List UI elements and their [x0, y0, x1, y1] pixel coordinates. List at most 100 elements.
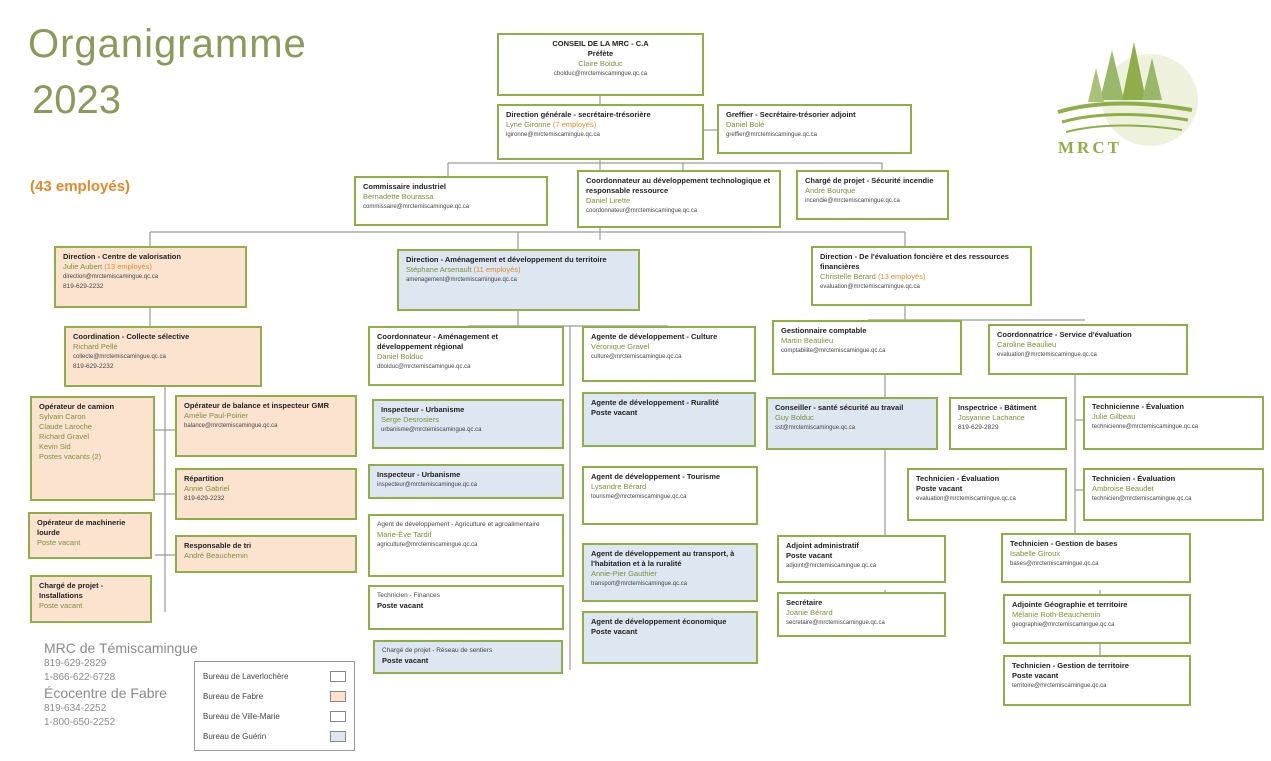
box-name-text: Christelle Bérard	[820, 272, 876, 281]
box-phone: 819-629-2829	[958, 424, 999, 431]
box-title: Technicienne - Évaluation	[1092, 402, 1184, 411]
box-title: Inspectrice - Bâtiment	[958, 403, 1037, 412]
box-title: Inspecteur - Urbanisme	[377, 470, 461, 479]
box-email: collecte@mrctemiscamingue.qc.ca	[73, 354, 166, 360]
box-technicien-evaluation-vacant: Technicien - Évaluation Poste vacant eva…	[907, 468, 1067, 521]
box-title: Direction - De l'évaluation foncière et …	[820, 252, 1009, 271]
box-operateur-camion: Opérateur de camion Sylvain Caron Claude…	[30, 396, 155, 501]
box-direction-generale: Direction générale - secrétaire-trésoriè…	[497, 104, 704, 160]
box-email: adjoint@mrctemiscamingue.qc.ca	[786, 563, 877, 569]
box-email: evaluation@mrctemiscamingue.qc.ca	[916, 496, 1016, 502]
box-geographie-territoire: Adjointe Géographie et territoire Mélani…	[1003, 594, 1191, 644]
box-name: André Bourque	[805, 186, 856, 195]
box-vacant: Poste vacant	[916, 484, 963, 493]
box-title: Gestionnaire comptable	[781, 326, 867, 335]
box-name: Joanie Bérard	[786, 608, 833, 617]
box-inspecteur-urbanisme: Inspecteur - Urbanisme Serge Desrosiers …	[372, 399, 564, 449]
page-title: Organigramme	[28, 22, 307, 66]
box-commissaire: Commissaire industriel Bernadette Bouras…	[354, 176, 548, 226]
box-name: Véronique Gravel	[591, 342, 650, 351]
box-sante-securite: Conseiller - santé sécurité au travail G…	[766, 397, 938, 450]
legend-label: Bureau de Guérin	[203, 731, 267, 741]
box-title: Chargé de projet - Installations	[39, 581, 104, 600]
employee-count: (43 employés)	[30, 178, 131, 195]
box-name: André Beauchemin	[184, 551, 248, 560]
box-title: Technicien - Évaluation	[916, 474, 1000, 483]
box-email: evaluation@mrctemiscamingue.qc.ca	[820, 284, 920, 290]
box-greffier: Greffier - Secrétaire-trésorier adjoint …	[717, 104, 912, 154]
box-secretaire: Secrétaire Joanie Bérard secretaire@mrct…	[777, 592, 946, 637]
box-gestion-bases: Technicien - Gestion de bases Isabelle G…	[1001, 533, 1191, 583]
box-transport-habitation: Agent de développement au transport, à l…	[582, 543, 758, 602]
box-note: (13 employés)	[877, 272, 926, 281]
box-email: geographie@mrctemiscamingue.qc.ca	[1012, 622, 1115, 628]
box-agriculture: Agent de développement - Agriculture et …	[368, 514, 564, 577]
box-name: Ambroise Beaudet	[1092, 484, 1154, 493]
box-title: Coordonnatrice - Service d'évaluation	[997, 330, 1132, 339]
box-title: Technicien - Gestion de bases	[1010, 539, 1118, 548]
box-title: Technicien - Évaluation	[1092, 474, 1176, 483]
box-name: Lysandre Bérard	[591, 482, 647, 491]
box-title: Opérateur de balance et inspecteur GMR	[184, 401, 330, 410]
box-vacant: Poste vacant	[382, 656, 429, 665]
box-email: agriculture@mrctemiscamingue.qc.ca	[377, 542, 478, 548]
box-title: Agente de développement - Culture	[591, 332, 718, 341]
box-name: Julie Gilbeau	[1092, 412, 1136, 421]
box-machinerie-lourde: Opérateur de machinerie lourde Poste vac…	[28, 512, 152, 559]
box-name: Isabelle Giroux	[1010, 549, 1061, 558]
box-name: Daniel Bolé	[726, 120, 765, 129]
box-name: Annie-Pier Gauthier	[591, 569, 657, 578]
box-repartition: Répartition Annie Gabriel 819-629-2232	[175, 468, 357, 520]
box-vacant: Poste vacant	[377, 601, 424, 610]
legend-swatch	[330, 730, 346, 742]
box-title: Technicien - Finances	[377, 592, 440, 599]
legend: Bureau de Laverlochère Bureau de Fabre B…	[194, 661, 355, 751]
box-operateur-balance: Opérateur de balance et inspecteur GMR A…	[175, 395, 357, 457]
box-coordonnateur-technologique: Coordonnateur au développement technolog…	[577, 170, 781, 228]
box-adjoint-administratif: Adjoint administratif Poste vacant adjoi…	[777, 535, 946, 583]
box-collecte-selective: Coordination - Collecte sélective Richar…	[64, 326, 262, 387]
box-name: Claude Laroche	[39, 422, 92, 431]
box-email: bases@mrctemiscamingue.qc.ca	[1010, 561, 1099, 567]
box-vacant: Poste vacant	[39, 601, 83, 610]
legend-item: Bureau de Ville-Marie	[203, 706, 346, 726]
contact-info: MRC de Témiscamingue 819-629-2829 1-866-…	[44, 640, 198, 730]
box-name: Caroline Beaulieu	[997, 340, 1057, 349]
box-name: Serge Desrosiers	[381, 415, 439, 424]
box-title: Agent de développement au transport, à l…	[591, 549, 735, 568]
box-developpement-economique: Agent de développement économique Poste …	[582, 611, 758, 664]
box-title: Conseiller - santé sécurité au travail	[775, 403, 904, 412]
box-name: Lyne Gironne (7 employés)	[506, 120, 695, 130]
box-ruralite: Agente de développement - Ruralité Poste…	[582, 392, 756, 447]
box-email: cbolduc@mrctemiscamingue.qc.ca	[553, 71, 648, 77]
box-title: Technicien - Gestion de territoire	[1012, 661, 1129, 670]
box-name: Mélanie Roth-Beauchemin	[1012, 610, 1101, 619]
box-email: technicienne@mrctemiscamingue.qc.ca	[1092, 424, 1199, 430]
box-title: Agente de développement - Ruralité	[591, 398, 719, 407]
box-title: Opérateur de camion	[39, 402, 115, 411]
box-title: Coordonnateur - Aménagement et développe…	[377, 332, 498, 351]
box-email: technicien@mrctemiscamingue.qc.ca	[1092, 496, 1192, 502]
box-title: Direction - Aménagement et développement…	[406, 255, 607, 264]
logo-text: MRCT	[1058, 138, 1122, 157]
box-technicienne-evaluation: Technicienne - Évaluation Julie Gilbeau …	[1083, 396, 1264, 450]
box-vacant: Poste vacant	[37, 538, 81, 547]
legend-swatch	[330, 690, 346, 702]
org-name: MRC de Témiscamingue	[44, 640, 198, 656]
box-email: sst@mrctemiscamingue.qc.ca	[775, 425, 856, 431]
box-title: Direction générale - secrétaire-trésoriè…	[506, 110, 651, 119]
box-name: Kevin Sid	[39, 442, 71, 451]
box-amenagement: Direction - Aménagement et développement…	[397, 249, 640, 311]
box-charge-installations: Chargé de projet - Installations Poste v…	[30, 575, 152, 623]
box-title: Agent de développement - Agriculture et …	[377, 521, 540, 528]
legend-item: Bureau de Guérin	[203, 726, 346, 746]
box-email: dbolduc@mrctemiscamingue.qc.ca	[377, 364, 471, 370]
box-name: Marie-Ève Tardif	[377, 530, 432, 539]
box-inspecteur-urbanisme-2: Inspecteur - Urbanisme inspecteur@mrctem…	[368, 464, 564, 499]
legend-swatch	[330, 710, 346, 722]
box-title: Direction - Centre de valorisation	[63, 252, 181, 261]
box-title: Responsable de tri	[184, 541, 252, 550]
box-title: Chargé de projet - Réseau de sentiers	[382, 647, 493, 654]
org-name: Écocentre de Fabre	[44, 685, 167, 701]
box-culture: Agente de développement - Culture Véroni…	[582, 326, 756, 382]
